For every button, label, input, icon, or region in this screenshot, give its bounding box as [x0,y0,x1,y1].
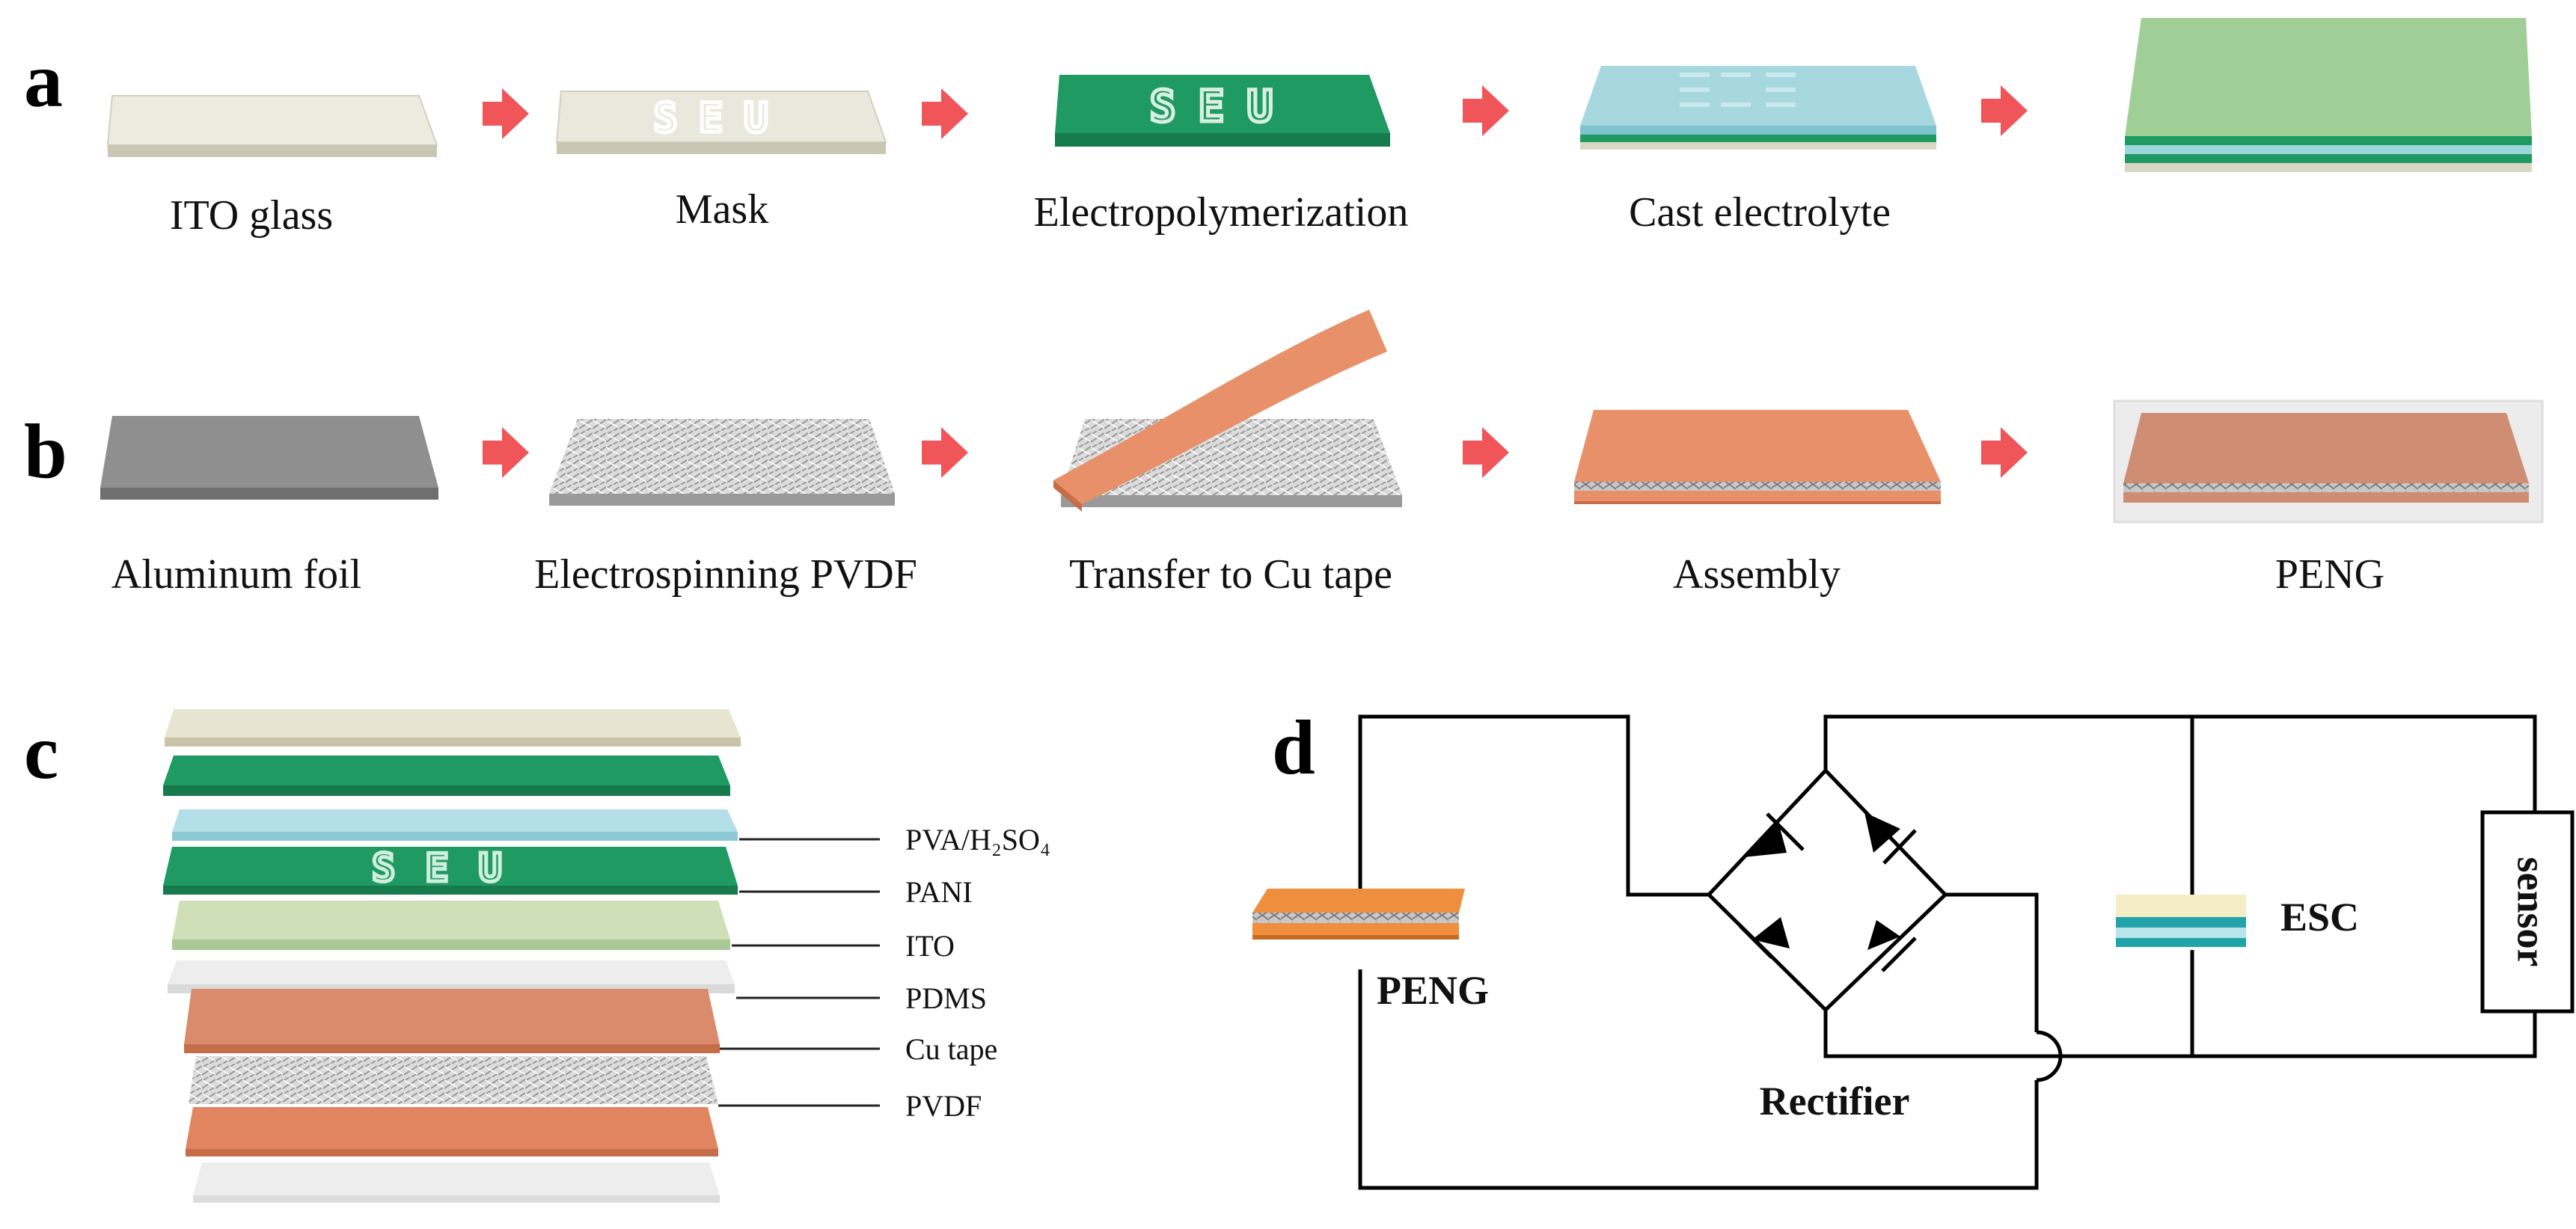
process-arrow [483,88,529,139]
transfer-to-cu-tape [1053,310,1402,512]
mask-seu-pattern: SEU [653,94,789,141]
caption-cast-electrolyte: Cast electrolyte [1629,189,1891,236]
caption-transfer-to-cu-tape: Transfer to Cu tape [1069,551,1392,598]
caption-peng: PENG [2275,551,2384,598]
electrolyte-cast-slab [1580,66,1936,150]
exploded-layer-stack: SEU [163,709,741,1203]
process-arrow [1981,427,2028,478]
caption-aluminum-foil: Aluminum foil [111,551,361,598]
peng-mini-device [1252,889,1465,940]
caption-electropolymerization: Electropolymerization [1034,189,1409,236]
mask-slab: SEU [555,91,887,154]
caption-mask: Mask [676,186,768,233]
process-arrow [1981,85,2028,136]
peng-device [2113,399,2544,524]
assembly-slab [1574,410,1941,504]
caption-ito-glass: ITO glass [170,192,333,239]
label-pva-h2so4: PVA/H₂SO₄ [905,823,1050,856]
caption-assembly: Assembly [1673,551,1841,598]
label-pdms: PDMS [905,981,987,1015]
label-pvdf: PVDF [905,1089,982,1123]
panel-d-label: d [1272,705,1315,791]
process-arrow [922,88,968,139]
esc-label: ESC [2280,895,2359,940]
stack-seu-pattern: SEU [372,846,532,891]
process-arrow [1463,427,1509,478]
process-arrow [483,427,529,478]
circuit-wires [1358,714,2537,1190]
esc-stack [2125,18,2532,172]
peng-label: PENG [1377,968,1489,1013]
rectifier-bridge [1706,767,1948,1013]
label-cu-tape: Cu tape [905,1032,997,1066]
process-arrow [1463,85,1509,136]
sensor-box [2480,810,2575,1014]
aluminum-foil-slab [100,416,438,500]
electrospun-pvdf-slab [549,419,895,506]
label-pani: PANI [905,875,973,909]
layer-leader-lines [718,838,880,1107]
esc-mini-device [2116,895,2246,947]
panel-c-label: c [24,709,58,795]
panel-b-label: b [24,408,67,494]
pani-seu-pattern: SEU [1150,81,1296,132]
caption-electrospinning-pvdf: Electrospinning PVDF [534,551,917,598]
ito-glass-slab [106,95,438,157]
process-arrow [922,427,968,478]
panel-a-label: a [24,37,63,123]
rectifier-label: Rectifier [1760,1079,1910,1124]
sensor-label: sensor [2509,857,2554,967]
pani-slab: SEU [1055,75,1390,147]
label-ito: ITO [905,929,955,963]
